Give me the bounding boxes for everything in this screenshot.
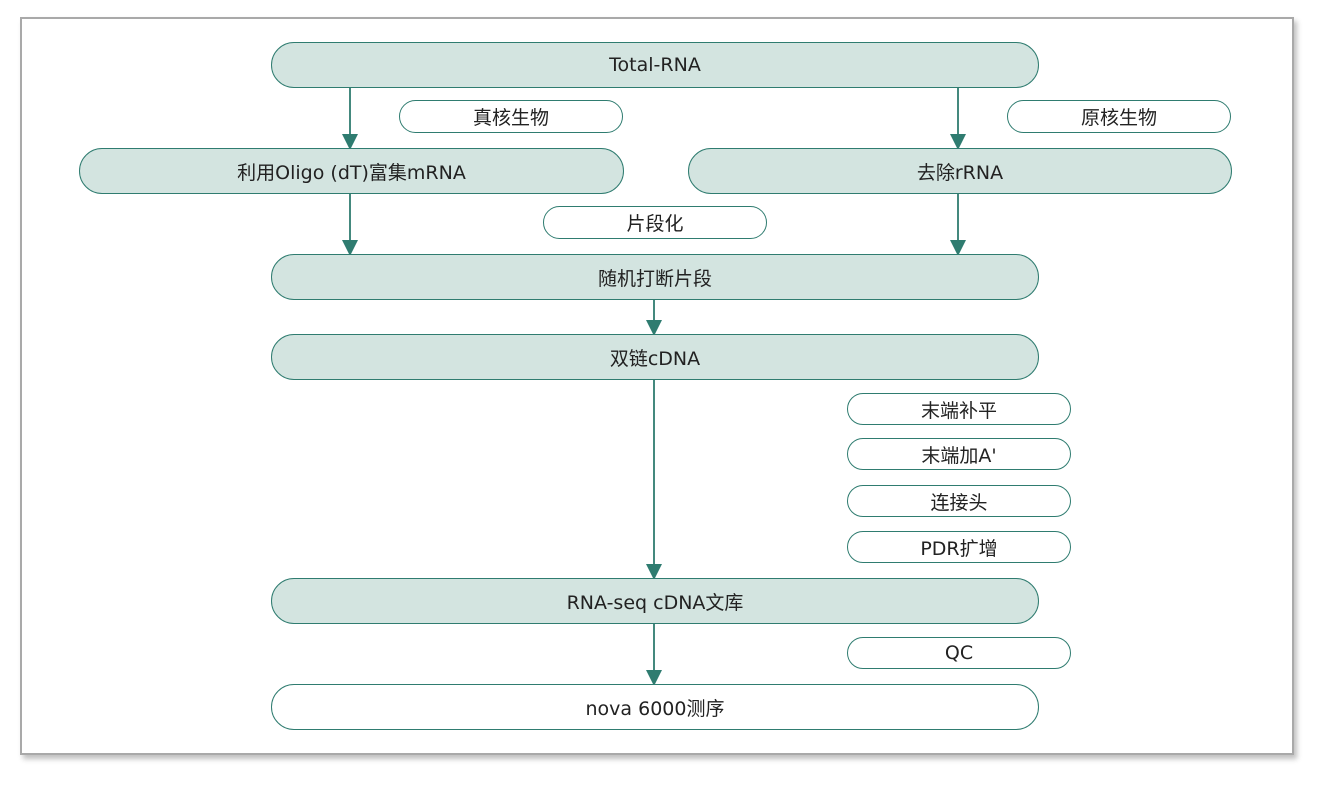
node-total-rna: Total-RNA	[271, 42, 1039, 88]
node-random-fragment: 随机打断片段	[271, 254, 1039, 300]
tag-eukaryote: 真核生物	[399, 100, 623, 133]
tag-prokaryote: 原核生物	[1007, 100, 1231, 133]
node-library: RNA-seq cDNA文库	[271, 578, 1039, 624]
node-ds-cdna: 双链cDNA	[271, 334, 1039, 380]
diagram-frame	[20, 17, 1294, 755]
tag-fragmentation: 片段化	[543, 206, 767, 239]
tag-adapter: 连接头	[847, 485, 1071, 517]
tag-end-repair: 末端补平	[847, 393, 1071, 425]
tag-pcr: PDR扩增	[847, 531, 1071, 563]
tag-a-tailing: 末端加A'	[847, 438, 1071, 470]
node-sequencing: nova 6000测序	[271, 684, 1039, 730]
tag-qc: QC	[847, 637, 1071, 669]
node-remove-rrna: 去除rRNA	[688, 148, 1232, 194]
node-oligo-dt: 利用Oligo (dT)富集mRNA	[79, 148, 624, 194]
